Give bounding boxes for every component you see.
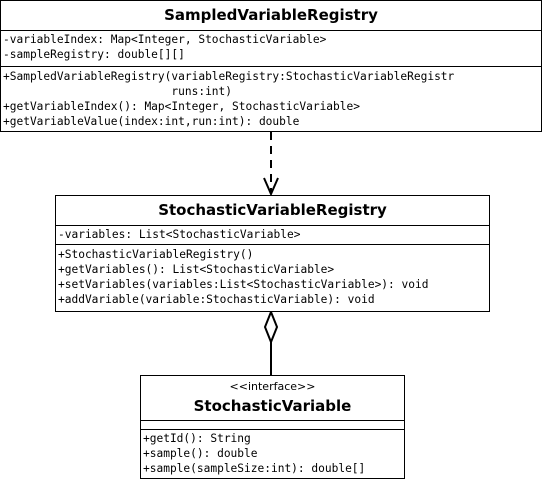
operation: runs:int) [3,85,233,98]
class-name: SampledVariableRegistry [164,6,378,24]
operations-compartment: +StochasticVariableRegistry() +getVariab… [56,245,489,307]
operation: +setVariables(variables:List<StochasticV… [58,278,429,291]
stereotype-label: <<interface>> [229,380,316,393]
class-stochastic-variable-registry[interactable]: StochasticVariableRegistry -variables: L… [55,195,490,312]
attribute: -sampleRegistry: double[][] [3,48,185,61]
attributes-compartment: -variables: List<StochasticVariable> [56,226,489,245]
operation: +getVariableIndex(): Map<Integer, Stocha… [3,100,360,113]
operations-compartment: +getId(): String +sample(): double +samp… [141,430,404,476]
operation: +addVariable(variable:StochasticVariable… [58,293,375,306]
class-name: StochasticVariableRegistry [158,201,387,219]
operation: +sample(): double [143,447,258,460]
class-name-compartment: StochasticVariableRegistry [56,196,489,226]
attribute: -variables: List<StochasticVariable> [58,228,301,241]
dependency-arrowhead [263,177,279,197]
operation: +SampledVariableRegistry(variableRegistr… [3,70,455,83]
operation: +getVariables(): List<StochasticVariable… [58,263,335,276]
attributes-compartment: -variableIndex: Map<Integer, StochasticV… [1,31,541,67]
class-sampled-variable-registry[interactable]: SampledVariableRegistry -variableIndex: … [0,0,542,132]
operations-compartment: +SampledVariableRegistry(variableRegistr… [1,67,541,129]
attributes-compartment [141,421,404,430]
operation: +StochasticVariableRegistry() [58,248,254,261]
attribute: -variableIndex: Map<Integer, StochasticV… [3,33,327,46]
aggregation-diamond [263,309,279,345]
class-name-compartment: <<interface>> StochasticVariable [141,376,404,421]
operation: +sample(sampleSize:int): double[] [143,462,366,475]
operation: +getVariableValue(index:int,run:int): do… [3,115,300,128]
class-name: StochasticVariable [193,397,352,415]
interface-stochastic-variable[interactable]: <<interface>> StochasticVariable +getId(… [140,375,405,479]
class-name-compartment: SampledVariableRegistry [1,1,541,31]
operation: +getId(): String [143,432,251,445]
